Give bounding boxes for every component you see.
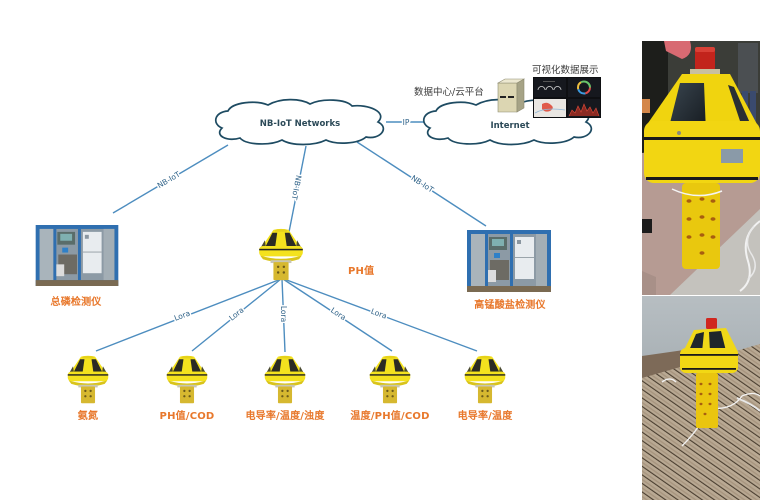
datacenter-label: 数据中心/云平台 — [414, 87, 484, 98]
lora-link-5-label: Lora — [370, 307, 388, 321]
nbiot-link-left — [112, 144, 229, 214]
donut-panel — [568, 78, 600, 97]
lora-link-3-label: Lora — [279, 306, 288, 322]
nbiot-link-right — [356, 141, 487, 227]
sensor-buoy-5-icon — [463, 354, 507, 405]
sensor-buoy-5-label: 电导率/温度 — [457, 411, 513, 422]
sensor-buoy-1-icon — [66, 354, 110, 405]
nbiot-link-left-label: NB-IoT — [156, 169, 182, 190]
lora-link-5 — [283, 278, 478, 352]
buoy-street-photo — [642, 41, 760, 295]
permanganate-analyzer-image — [467, 229, 551, 293]
lora-link-1 — [95, 278, 282, 352]
nbiot-link-center — [288, 145, 307, 233]
sensor-buoy-1-label: 氨氮 — [77, 411, 99, 422]
lora-link-1-label: Lora — [173, 309, 191, 323]
gateway-buoy-icon — [257, 227, 305, 282]
nbiot-link-right-label: NB-IoT — [409, 173, 435, 194]
nbiot-cloud — [214, 98, 385, 146]
sensor-buoy-3-label: 电导率/温度/浊度 — [245, 411, 325, 422]
internet-cloud-label: Internet — [490, 121, 529, 131]
total-phosphorus-analyzer-label: 总磷检测仪 — [50, 297, 102, 308]
nbiot-link-center-label: NB-IoT — [290, 174, 304, 201]
sensor-buoy-4-label: 温度/PH值/COD — [350, 411, 430, 422]
sensor-buoy-2-label: PH值/COD — [159, 411, 215, 422]
server-icon — [496, 78, 526, 113]
gauges-panel — [534, 78, 566, 97]
lora-link-2 — [191, 278, 282, 352]
gateway-label: PH值 — [348, 266, 375, 277]
lora-link-3 — [281, 278, 286, 353]
visualization-label: 可视化数据展示 — [532, 65, 599, 76]
nbiot-cloud-label: NB-IoT Networks — [260, 119, 340, 129]
sensor-buoy-4-icon — [368, 354, 412, 405]
total-phosphorus-analyzer-image — [35, 225, 119, 286]
lora-link-2-label: Lora — [227, 305, 245, 322]
permanganate-analyzer-label: 高锰酸盐检测仪 — [474, 300, 546, 311]
ip-link-label: IP — [403, 118, 410, 127]
sensor-buoy-3-icon — [263, 354, 307, 405]
sensor-buoy-2-icon — [165, 354, 209, 405]
lora-link-4 — [282, 278, 393, 352]
dashboard-thumbnail — [533, 77, 601, 118]
buoy-dock-photo — [642, 296, 760, 500]
